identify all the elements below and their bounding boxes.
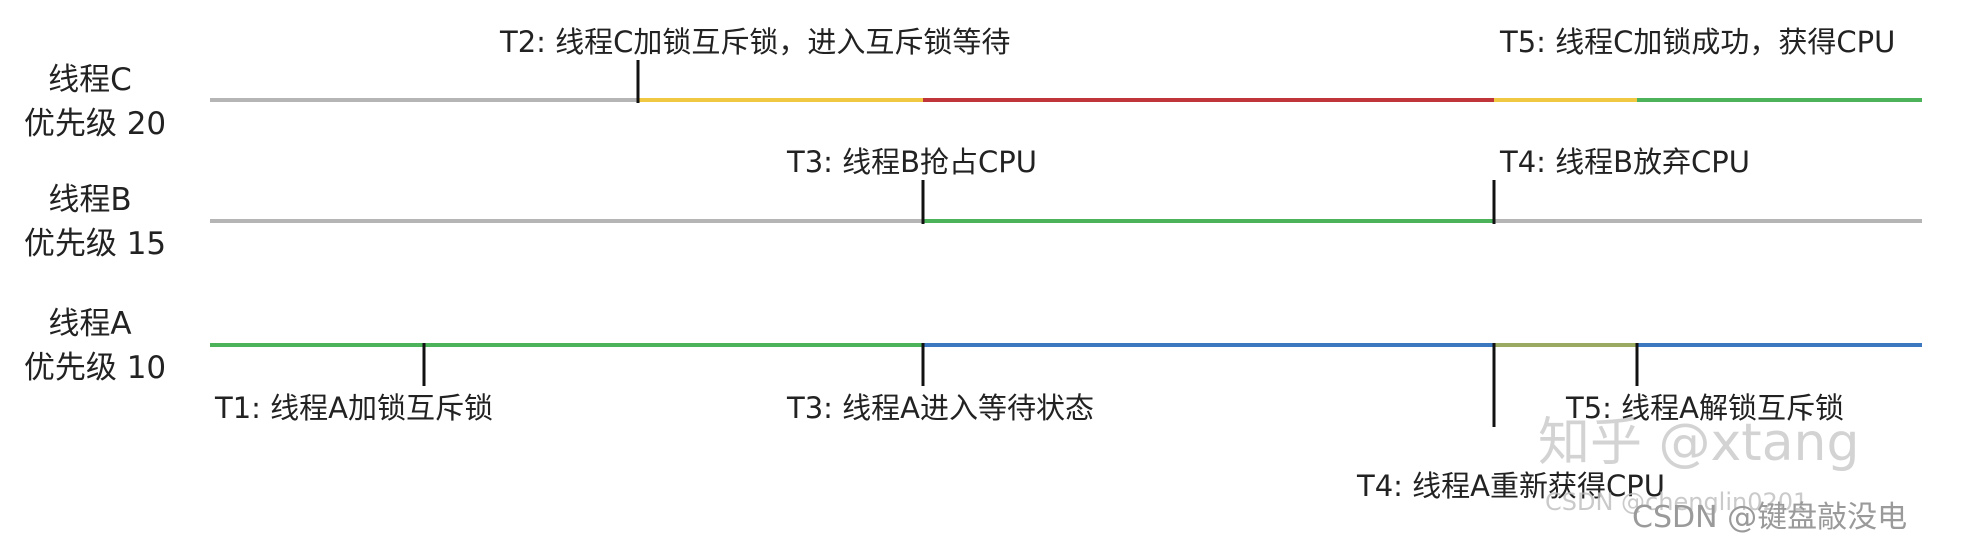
event-t3-thread-b: T3: 线程B抢占CPU	[786, 145, 1037, 179]
timeline-lanes	[210, 98, 1922, 347]
faint-watermark: CSDN @chenglin0201	[1545, 488, 1808, 516]
thread-a-name: 线程A	[48, 306, 131, 342]
thread-b-priority: 优先级 15	[24, 226, 166, 262]
event-t2-thread-c: T2: 线程C加锁互斥锁，进入互斥锁等待	[499, 25, 1010, 59]
zhihu-watermark: 知乎 @xtang	[1538, 413, 1860, 473]
event-t3-thread-a: T3: 线程A进入等待状态	[786, 391, 1094, 425]
thread-c-name: 线程C	[48, 62, 132, 98]
watermarks: 知乎 @xtang CSDN @chenglin0201 CSDN @键盘敲没电	[1538, 413, 1907, 535]
event-markers	[422, 60, 1639, 427]
thread-b-name: 线程B	[48, 182, 131, 218]
event-t5-thread-c: T5: 线程C加锁成功，获得CPU	[1499, 25, 1895, 59]
event-t5-thread-a: T5: 线程A解锁互斥锁	[1565, 391, 1844, 425]
csdn-watermark: CSDN @键盘敲没电	[1632, 500, 1907, 535]
event-t4-thread-b: T4: 线程B放弃CPU	[1499, 145, 1750, 179]
thread-a-priority: 优先级 10	[24, 350, 166, 386]
thread-c-priority: 优先级 20	[24, 106, 166, 142]
event-t1-thread-a: T1: 线程A加锁互斥锁	[214, 391, 493, 425]
event-t4-thread-a: T4: 线程A重新获得CPU	[1356, 469, 1665, 503]
labels: 线程C 优先级 20 T2: 线程C加锁互斥锁，进入互斥锁等待 T5: 线程C加…	[24, 25, 1896, 503]
